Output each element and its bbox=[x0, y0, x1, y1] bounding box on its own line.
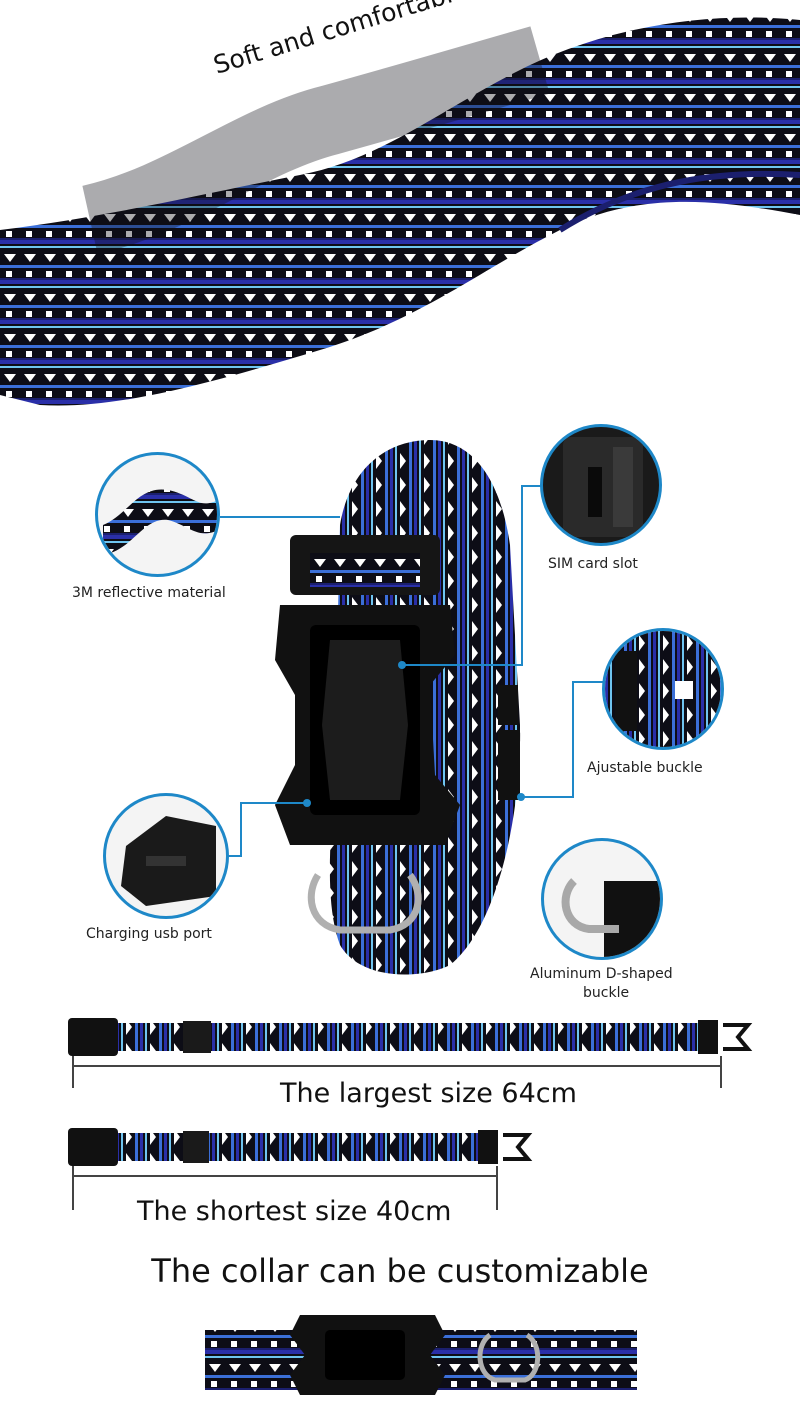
adjustable-connector-horizontal bbox=[521, 796, 574, 798]
reflective-material-callout bbox=[95, 452, 220, 577]
reflective-strap-thumbnail bbox=[103, 489, 217, 555]
collar-product-image bbox=[275, 440, 521, 975]
adjustable-connector-top bbox=[572, 681, 604, 683]
reflective-label: 3M reflective material bbox=[72, 585, 226, 601]
charging-port-callout bbox=[103, 793, 229, 919]
charging-label: Charging usb port bbox=[86, 926, 212, 942]
reflective-connector-line bbox=[220, 516, 340, 518]
customizable-title: The collar can be customizable bbox=[151, 1252, 649, 1290]
d-buckle-thumbnail bbox=[561, 878, 660, 957]
adjustable-label: Ajustable buckle bbox=[587, 760, 703, 776]
adjustable-connector-dot bbox=[517, 793, 525, 801]
sim-slot-thumbnail bbox=[563, 437, 643, 537]
adjustable-buckle-thumbnail bbox=[605, 631, 721, 747]
adjustable-connector-vertical bbox=[572, 681, 574, 798]
charging-connector-bottom bbox=[226, 855, 242, 857]
shortest-measure-tick-right bbox=[496, 1166, 498, 1210]
shortest-measure-tick-left bbox=[72, 1166, 74, 1210]
custom-collar-image bbox=[205, 1315, 637, 1395]
largest-collar-image bbox=[68, 1018, 753, 1056]
charging-connector-horizontal bbox=[240, 802, 306, 804]
d-buckle-callout bbox=[541, 838, 663, 960]
sim-connector-vertical bbox=[521, 485, 523, 666]
d-buckle-label-line1: Aluminum D-shaped bbox=[530, 966, 673, 982]
d-buckle-label-line2: buckle bbox=[583, 985, 630, 1001]
sim-label: SIM card slot bbox=[548, 556, 638, 572]
hero-strap-image bbox=[0, 17, 800, 406]
charging-connector-dot bbox=[303, 799, 311, 807]
largest-measure-tick-left bbox=[72, 1056, 74, 1088]
shortest-measure-line bbox=[72, 1175, 498, 1177]
adjustable-buckle-callout bbox=[602, 628, 724, 750]
shortest-size-label: The shortest size 40cm bbox=[137, 1196, 452, 1227]
largest-size-label: The largest size 64cm bbox=[280, 1078, 577, 1109]
charging-connector-vertical bbox=[240, 802, 242, 856]
charging-port-thumbnail bbox=[121, 816, 216, 906]
shortest-collar-image bbox=[68, 1128, 533, 1166]
sim-slot-callout bbox=[540, 424, 662, 546]
sim-connector-dot bbox=[398, 661, 406, 669]
sim-connector-horizontal bbox=[402, 664, 523, 666]
largest-measure-tick-right bbox=[720, 1056, 722, 1088]
largest-measure-line bbox=[72, 1065, 722, 1067]
sim-connector-horizontal-top bbox=[521, 485, 543, 487]
